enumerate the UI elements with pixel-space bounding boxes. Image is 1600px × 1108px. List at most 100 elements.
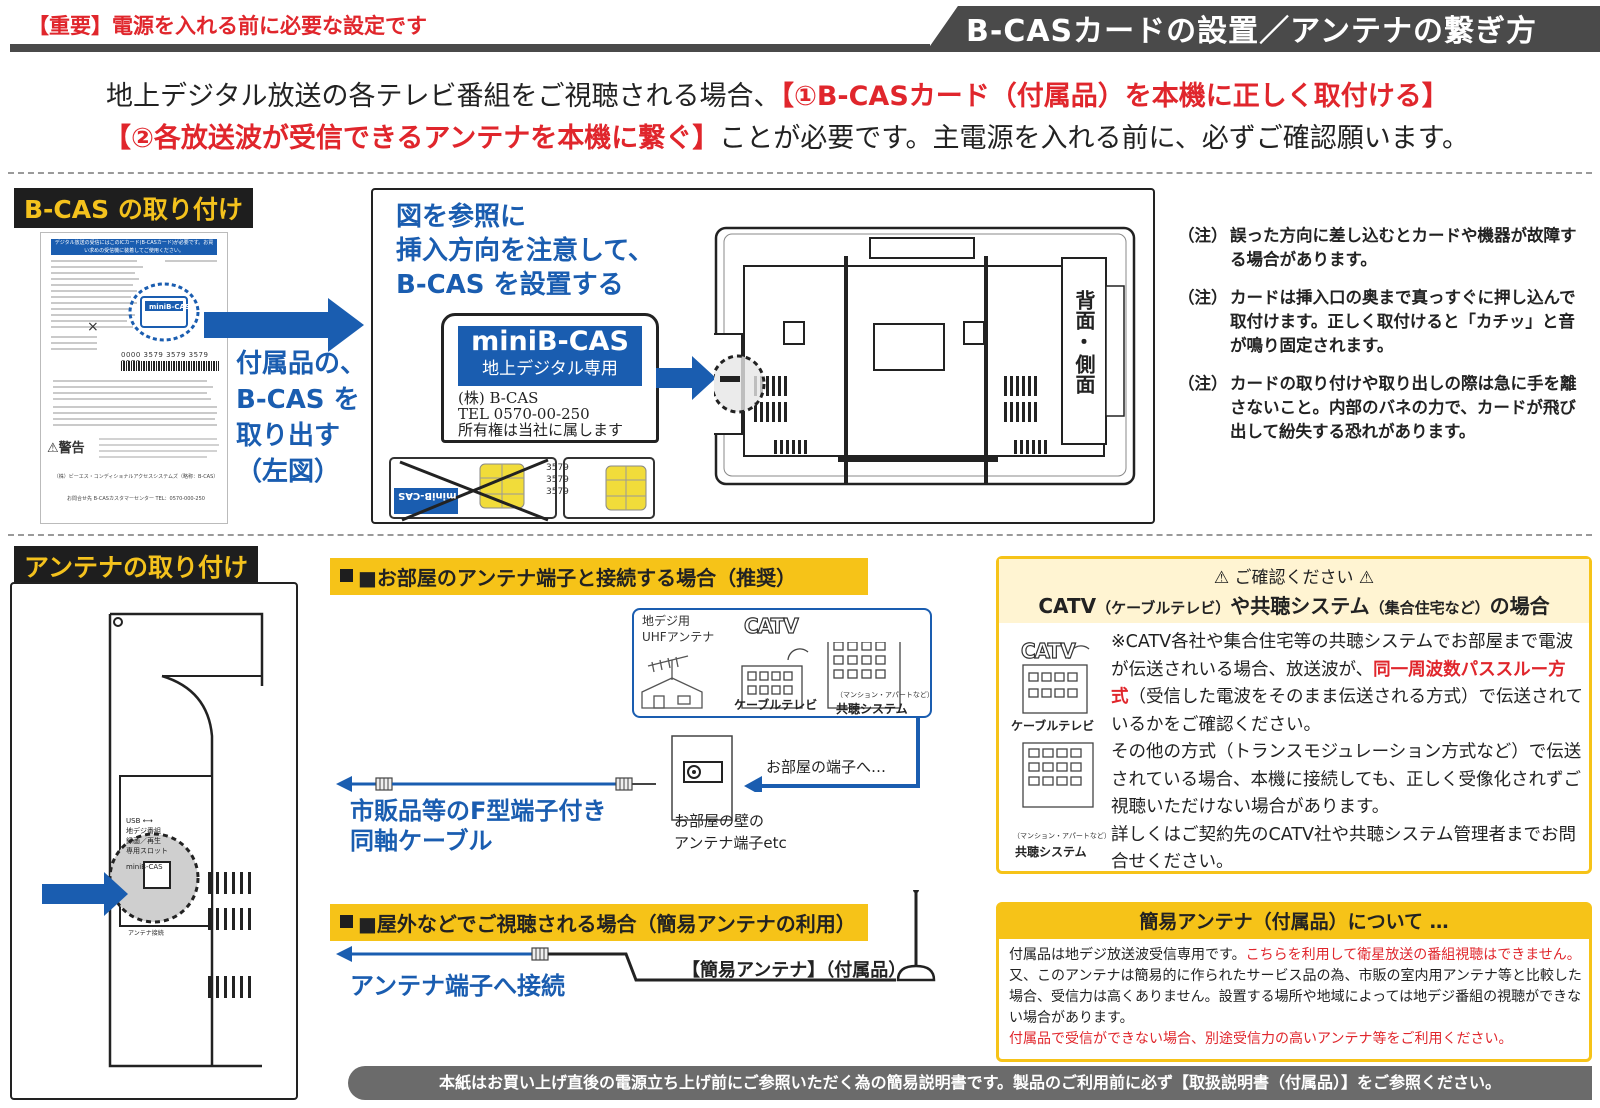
minibcas-card: miniB-CAS 地上デジタル専用 (株) B-CAS TEL 0570-00…	[441, 313, 659, 443]
note-3: （注） カードの取り付けや取り出しの際は急に手を離さないこと。内部のバネの力で、…	[1178, 372, 1588, 444]
tv-side-label: 背面 ・ 側面	[1072, 290, 1096, 394]
take-out-line-4: （左図）	[236, 457, 341, 487]
take-out-text: 付属品の、 B-CAS を 取り出す （左図）	[236, 346, 366, 490]
note-1: （注） 誤った方向に差し込むとカードや機器が故障する場合があります。	[1178, 224, 1588, 272]
instruction-line-1: 図を参照に	[396, 202, 527, 232]
antenna-section-label: アンテナの取り付け	[14, 546, 259, 586]
header-bar	[10, 6, 1600, 52]
caution-paragraph-2: その他の方式（トランスモジュレーション方式など）で伝送されている場合、本機に接続…	[1111, 742, 1582, 817]
intro-line-1: 地上デジタル放送の各テレビ番組をご視聴される場合、【①B-CASカード（付属品）…	[106, 74, 1449, 113]
coax-label-1: 市販品等のF型端子付き	[350, 797, 607, 825]
take-out-line-2: B-CAS を	[236, 385, 360, 415]
note-2: （注） カードは挿入口の奥まで真っすぐに押し込んで取付けます。正しく取付けると「…	[1178, 286, 1588, 358]
doc-cross-mark: ×	[87, 319, 99, 335]
port-line-3: 録画／再生	[126, 837, 161, 845]
install-instruction: 図を参照に 挿入方向を注意して、 B-CAS を設置する	[396, 200, 654, 302]
caution-cable-tv-label: ケーブルテレビ	[1011, 719, 1095, 733]
tv-side-illustration	[42, 612, 264, 1068]
doc-text-lines	[51, 260, 217, 350]
note-3-text: カードの取り付けや取り出しの際は急に手を離さないこと。内部のバネの力で、カードが…	[1230, 374, 1577, 441]
catv-logo: CATV	[743, 613, 799, 638]
simple-antenna-box: 簡易アンテナ（付属品）について … 付属品は地デジ放送波受信専用です。こちらを利…	[996, 902, 1592, 1062]
port-antenna-label: アンテナ接続	[128, 930, 164, 937]
caution-paragraph-1: ※CATV各社や集合住宅等の共聴システムでお部屋まで電波が伝送されいる場合、放送…	[1111, 629, 1583, 739]
caution-header: ⚠ ご確認ください ⚠ CATV（ケーブルテレビ）や共聴システム（集合住宅など）…	[999, 559, 1589, 623]
uhf-label-1: 地デジ用	[642, 614, 691, 628]
instruction-line-3: B-CAS を設置する	[396, 270, 624, 300]
simple-antenna-label: 【簡易アンテナ】（付属品）	[682, 960, 907, 981]
tv-port-labels: USB ⟷ 地デジ番組 録画／再生 専用スロット miniB-CAS	[126, 816, 168, 872]
doc-barcode	[121, 361, 219, 371]
port-minibcas: miniB-CAS	[126, 863, 163, 871]
instruction-line-2: 挿入方向を注意して、	[396, 236, 654, 266]
simple-antenna-box-title: 簡易アンテナ（付属品）について …	[999, 905, 1589, 939]
caution-catv-logo: CATV	[1020, 638, 1076, 663]
header-important-title: 【重要】電源を入れる前に必要な設定です	[28, 14, 427, 38]
caution-body-text: ※CATV各社や集合住宅等の共聴システムでお部屋まで電波が伝送されいる場合、放送…	[1111, 629, 1583, 877]
card-subtitle: 地上デジタル専用	[482, 359, 618, 379]
port-line-2: 地デジ番組	[126, 827, 161, 835]
port-usb: USB ⟷	[126, 817, 153, 825]
caution-mansion-label: （マンション・アパートなど）	[1013, 832, 1111, 840]
take-out-line-1: 付属品の、	[236, 349, 367, 379]
divider-1	[8, 172, 1592, 174]
divider-2	[8, 534, 1592, 536]
doc-card-circle	[128, 282, 200, 342]
simple-antenna-cable	[336, 890, 936, 982]
simple-antenna-box-text: 付属品は地デジ放送波受信専用です。こちらを利用して衛星放送の番組視聴はできません…	[1009, 945, 1583, 1050]
note-1-mark: （注）	[1178, 226, 1228, 245]
caution-head-housing: （集合住宅など）	[1369, 599, 1490, 617]
card-title-band: miniB-CAS 地上デジタル専用	[458, 326, 642, 386]
shared-system-label: 共聴システム	[836, 702, 908, 716]
connect-terminal-label: アンテナ端子へ接続	[350, 972, 566, 1000]
note-1-text: 誤った方向に差し込むとカードや機器が故障する場合があります。	[1230, 226, 1577, 269]
doc-header-text: デジタル放送の受信にはこのICカード(B-CASカード)が必要です。お買い求めの…	[54, 240, 214, 254]
doc-notice-lines	[53, 380, 217, 426]
outdoor-antenna-title: ■屋外などでご視聴される場合（簡易アンテナの利用）	[330, 904, 868, 941]
intro-text-2: ことが必要です。主電源を入れる前に、必ずご確認願います。	[719, 123, 1470, 154]
doc-warning-label: ⚠警告	[47, 441, 85, 456]
caution-p1-highlight: 同一周波数パススルー方式	[1111, 659, 1566, 708]
bcas-card-document: デジタル放送の受信にはこのICカード(B-CASカード)が必要です。お買い求めの…	[40, 232, 228, 524]
caution-head-case: の場合	[1489, 594, 1550, 618]
wall-label-2: アンテナ端子etc	[674, 834, 787, 852]
wrong-card-label: miniB-CAS	[398, 490, 457, 501]
intro-text-1: 地上デジタル放送の各テレビ番組をご視聴される場合、	[106, 81, 781, 112]
caution-p1-text-b: （受信した電波をそのまま伝送される方式）で伝送されているかをご確認ください。	[1111, 687, 1583, 735]
wrong-card-numbers: 3579 3579 3579	[546, 463, 569, 497]
cable-tv-label: ケーブルテレビ	[734, 698, 818, 712]
side-label-back-1: 背面	[1072, 290, 1096, 330]
wall-outlet-icon	[671, 735, 733, 821]
caution-header-line-1: ⚠ ご確認ください ⚠	[1213, 568, 1375, 588]
note-2-mark: （注）	[1178, 288, 1228, 307]
coax-cable	[336, 776, 656, 792]
card-company: (株) B-CAS	[458, 389, 539, 407]
caution-paragraph-3: 詳しくはご契約先のCATV社や共聴システム管理者までお問合せください。	[1111, 824, 1576, 873]
card-ownership: 所有権は当社に属します	[458, 421, 624, 439]
coax-label-2: 同軸ケーブル	[350, 827, 493, 855]
intro-highlight-2: 【②各放送波が受信できるアンテナを本機に繋ぐ】	[104, 123, 720, 154]
wrong-direction-cards	[389, 457, 655, 522]
caution-head-catv: CATV	[1038, 594, 1097, 618]
note-2-text: カードは挿入口の奥まで真っすぐに押し込んで取付けます。正しく取付けると「カチッ」…	[1230, 288, 1576, 355]
room-antenna-title: ■お部屋のアンテナ端子と接続する場合（推奨）	[330, 558, 868, 595]
room-route-arrow	[744, 716, 920, 792]
to-room-label: お部屋の端子へ…	[766, 758, 887, 776]
card-title: miniB-CAS	[471, 326, 629, 357]
simple-text-2: 又、このアンテナは簡易的に作られたサービス品の為、市販の室内用アンテナ等と比較し…	[1009, 968, 1582, 1026]
caution-head-shared: や共聴システム	[1230, 594, 1370, 618]
tv-back-illustration	[714, 226, 1136, 486]
mansion-label: （マンション・アパートなど）	[836, 691, 934, 699]
header-main-title: B-CASカードの設置／アンテナの繋ぎ方	[966, 14, 1537, 49]
side-label-side: 側面	[1072, 354, 1096, 394]
caution-p1-text-a: ※CATV各社や集合住宅等の共聴システムでお部屋まで電波が伝送されいる場合、放送…	[1111, 632, 1574, 680]
antenna-sources-icons	[641, 642, 901, 709]
caution-shared-system-label: 共聴システム	[1015, 845, 1087, 859]
doc-card-text: miniB-CAS	[149, 303, 190, 311]
note-3-mark: （注）	[1178, 374, 1228, 393]
caution-head-cable: （ケーブルテレビ）	[1096, 599, 1231, 617]
caution-header-line-2: CATV（ケーブルテレビ）や共聴システム（集合住宅など）の場合	[999, 590, 1589, 619]
catv-caution-box: ⚠ ご確認ください ⚠ CATV（ケーブルテレビ）や共聴システム（集合住宅など）…	[996, 556, 1592, 874]
uhf-label-2: UHFアンテナ	[642, 630, 715, 644]
doc-tel-text: お問合せ先 B-CASカスタマーセンター TEL：0570-000-250	[67, 496, 205, 502]
